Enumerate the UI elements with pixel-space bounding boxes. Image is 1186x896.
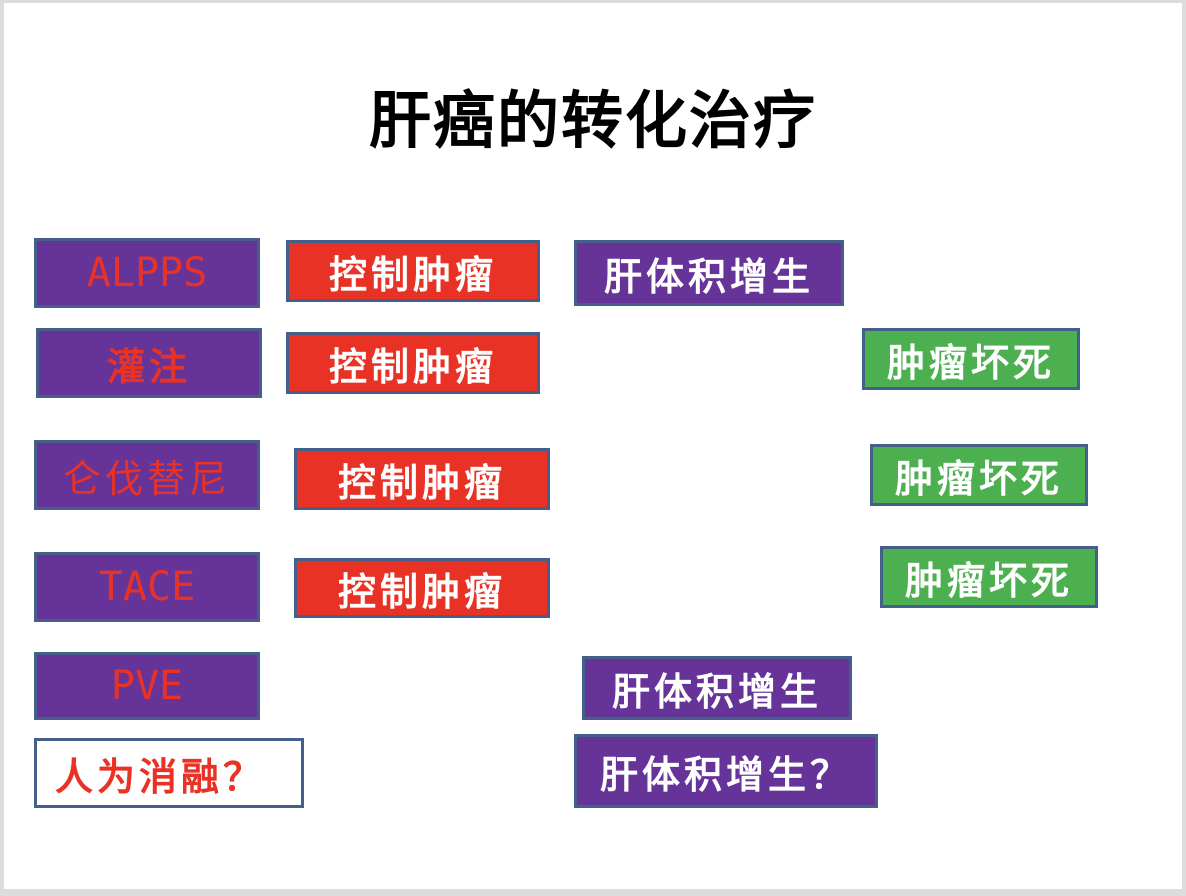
effect-control-tumor: 控制肿瘤 — [294, 448, 550, 510]
effect-control-tumor: 控制肿瘤 — [286, 240, 540, 302]
effect-control-tumor: 控制肿瘤 — [286, 332, 540, 394]
method-alpps: ALPPS — [34, 238, 260, 308]
effect-liver-hypertrophy-question: 肝体积增生？ — [574, 734, 878, 808]
effect-tumor-necrosis: 肿瘤坏死 — [870, 444, 1088, 506]
method-artificial-ablation: 人为消融？ — [34, 738, 304, 808]
method-pve: PVE — [34, 652, 260, 720]
effect-liver-hypertrophy: 肝体积增生 — [582, 656, 852, 720]
effect-tumor-necrosis: 肿瘤坏死 — [862, 328, 1080, 390]
effect-tumor-necrosis: 肿瘤坏死 — [880, 546, 1098, 608]
method-tace: TACE — [34, 552, 260, 622]
method-perfusion: 灌注 — [36, 328, 262, 398]
effect-control-tumor: 控制肿瘤 — [294, 558, 550, 618]
slide-title: 肝癌的转化治疗 — [368, 84, 817, 157]
effect-liver-hypertrophy: 肝体积增生 — [574, 240, 844, 306]
method-lenvatinib: 仑伐替尼 — [34, 440, 260, 510]
